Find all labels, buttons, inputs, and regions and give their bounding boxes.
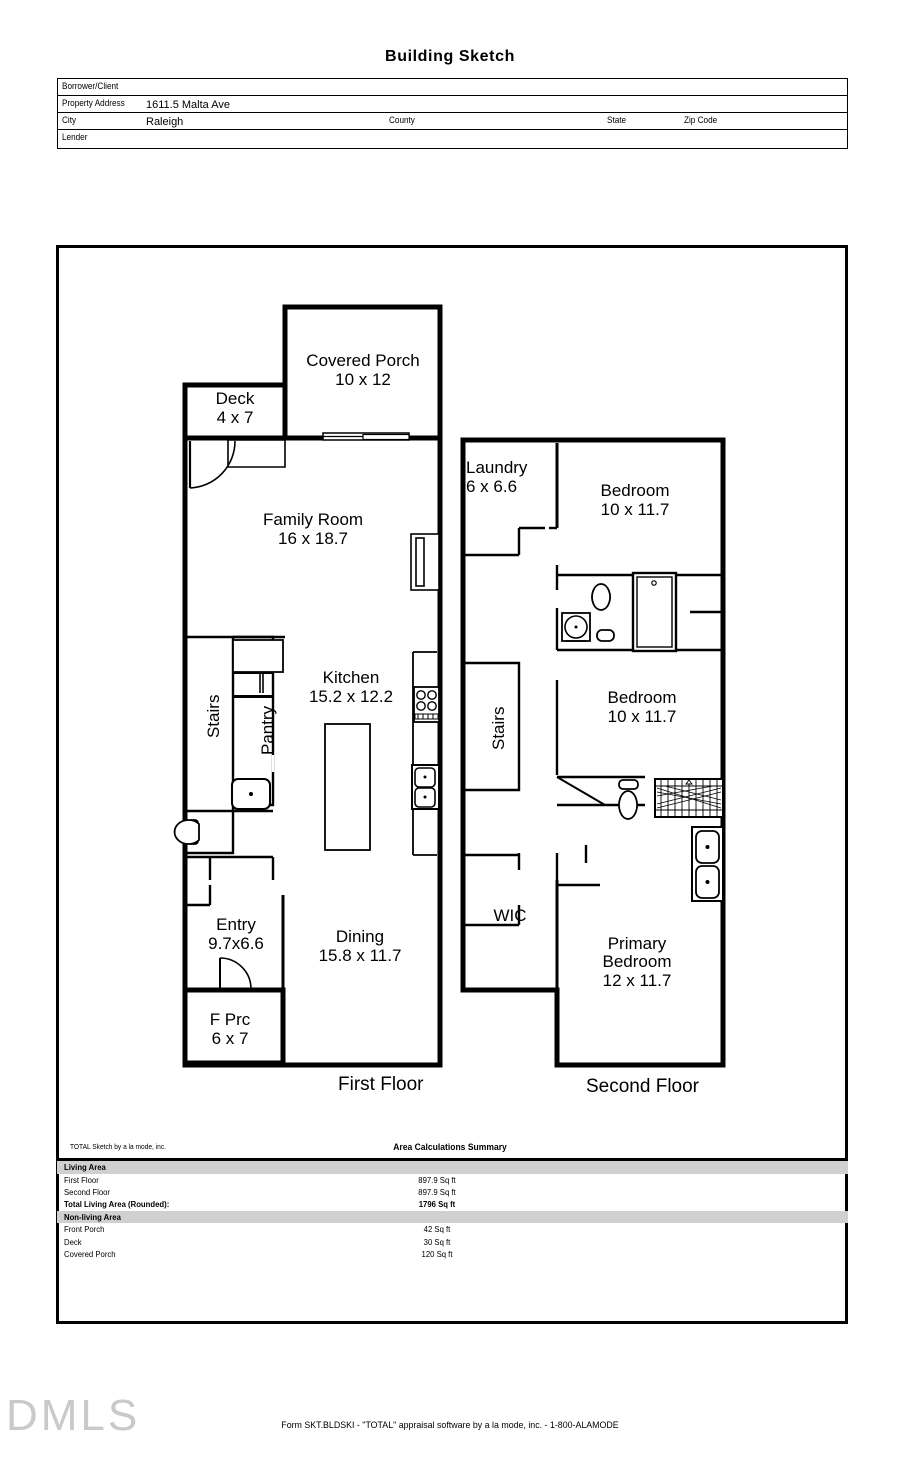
header-row-lender: Lender	[58, 130, 847, 148]
header-row-borrower: Borrower/Client	[58, 79, 847, 96]
floor-caption-first: First Floor	[338, 1074, 424, 1095]
calc-row-covered-porch: Covered Porch 120 Sq ft	[64, 1249, 453, 1260]
primary-bedroom-name-line2: Bedroom	[602, 952, 672, 972]
room-label-wic: WIC	[493, 906, 527, 925]
city-value: Raleigh	[146, 116, 184, 128]
property-address-label: Property Address	[62, 98, 125, 109]
sketch-credit-note: TOTAL Sketch by a la mode, inc.	[70, 1142, 166, 1151]
zip-label: Zip Code	[684, 115, 718, 126]
room-label-covered-porch: Covered Porch 10 x 12	[306, 351, 420, 390]
room-label-laundry: Laundry 6 x 6.6	[466, 458, 528, 497]
calc-row-second-floor: Second Floor 897.9 Sq ft	[64, 1187, 456, 1198]
calc-row-front-porch: Front Porch 42 Sq ft	[64, 1224, 451, 1235]
room-label-deck: Deck 4 x 7	[215, 389, 255, 428]
borrower-label: Borrower/Client	[62, 81, 119, 92]
floor-caption-second: Second Floor	[586, 1076, 700, 1097]
room-label-entry: Entry 9.7x6.6	[208, 915, 264, 954]
calc-row-section-living: Living Area	[57, 1161, 848, 1174]
room-label-pantry: Pantry	[258, 705, 277, 755]
county-label: County	[389, 115, 415, 126]
dmls-watermark-logo: DMLS	[6, 1391, 141, 1440]
property-info-table: Borrower/Client Property Address 1611.5 …	[57, 78, 848, 149]
room-label-primary-bedroom: Primary Bedroom 12 x 11.7	[572, 934, 702, 990]
calc-row-total-living-area: Total Living Area (Rounded): 1796 Sq ft	[64, 1199, 456, 1210]
form-footer-text: Form SKT.BLDSKI - "TOTAL" appraisal soft…	[281, 1420, 619, 1431]
room-label-stairs-first: Stairs	[204, 694, 223, 738]
header-row-city-county-state-zip: City Raleigh County State Zip Code	[58, 113, 847, 130]
state-label: State	[607, 115, 627, 126]
room-label-stairs-second: Stairs	[489, 706, 508, 750]
city-label: City	[62, 115, 77, 126]
calc-row-section-nonliving: Non-living Area	[57, 1210, 848, 1224]
room-label-bedroom-2: Bedroom 10 x 11.7	[600, 481, 670, 520]
area-calculations-title: Area Calculations Summary	[393, 1142, 507, 1153]
calc-row-first-floor: First Floor 897.9 Sq ft	[64, 1174, 456, 1185]
lender-label: Lender	[62, 132, 88, 143]
calc-row-deck: Deck 30 Sq ft	[64, 1236, 451, 1247]
page-title: Building Sketch	[385, 48, 515, 65]
room-label-bedroom-3: Bedroom 10 x 11.7	[607, 688, 677, 727]
header-row-property-address: Property Address 1611.5 Malta Ave	[58, 96, 847, 113]
area-calculations-table: Living Area First Floor 897.9 Sq ft Seco…	[57, 1158, 848, 1260]
property-address-value: 1611.5 Malta Ave	[146, 99, 230, 111]
room-label-kitchen: Kitchen 15.2 x 12.2	[308, 668, 394, 707]
room-label-dining: Dining 15.8 x 11.7	[318, 927, 402, 966]
room-label-family-room: Family Room 16 x 18.7	[262, 510, 364, 549]
room-label-front-porch: F Prc 6 x 7	[209, 1010, 251, 1049]
primary-bedroom-name-line1: Primary	[607, 934, 667, 953]
